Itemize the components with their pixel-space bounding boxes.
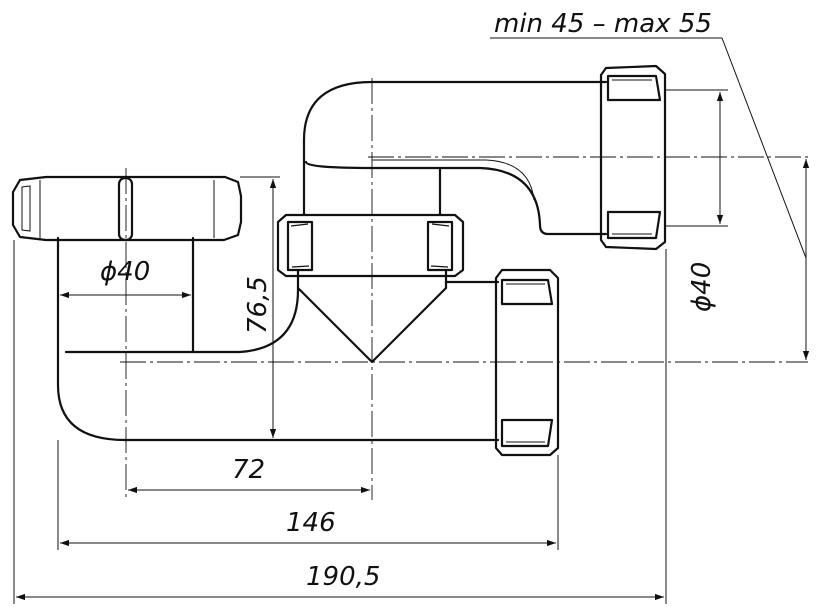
center-lines	[120, 78, 808, 500]
overall-length-label: 190,5	[306, 562, 380, 592]
dimension-labels: min 45 – max 55 ϕ40 76,5 72 146 190,5 ϕ4…	[100, 9, 717, 592]
inlet-nut	[11, 175, 243, 242]
height-label: 76,5	[243, 276, 273, 334]
range-label: min 45 – max 55	[494, 9, 712, 39]
extension-lines	[13, 37, 807, 604]
lower-outlet-nut	[494, 268, 560, 457]
dimension-lines	[16, 92, 810, 601]
inlet-diameter-label: ϕ40	[100, 257, 150, 287]
upper-outlet-nut	[599, 64, 667, 251]
offset-146-label: 146	[286, 508, 336, 538]
middle-nut	[276, 213, 465, 278]
offset-72-label: 72	[232, 455, 265, 485]
outlet-diameter-label: ϕ40	[687, 262, 717, 312]
